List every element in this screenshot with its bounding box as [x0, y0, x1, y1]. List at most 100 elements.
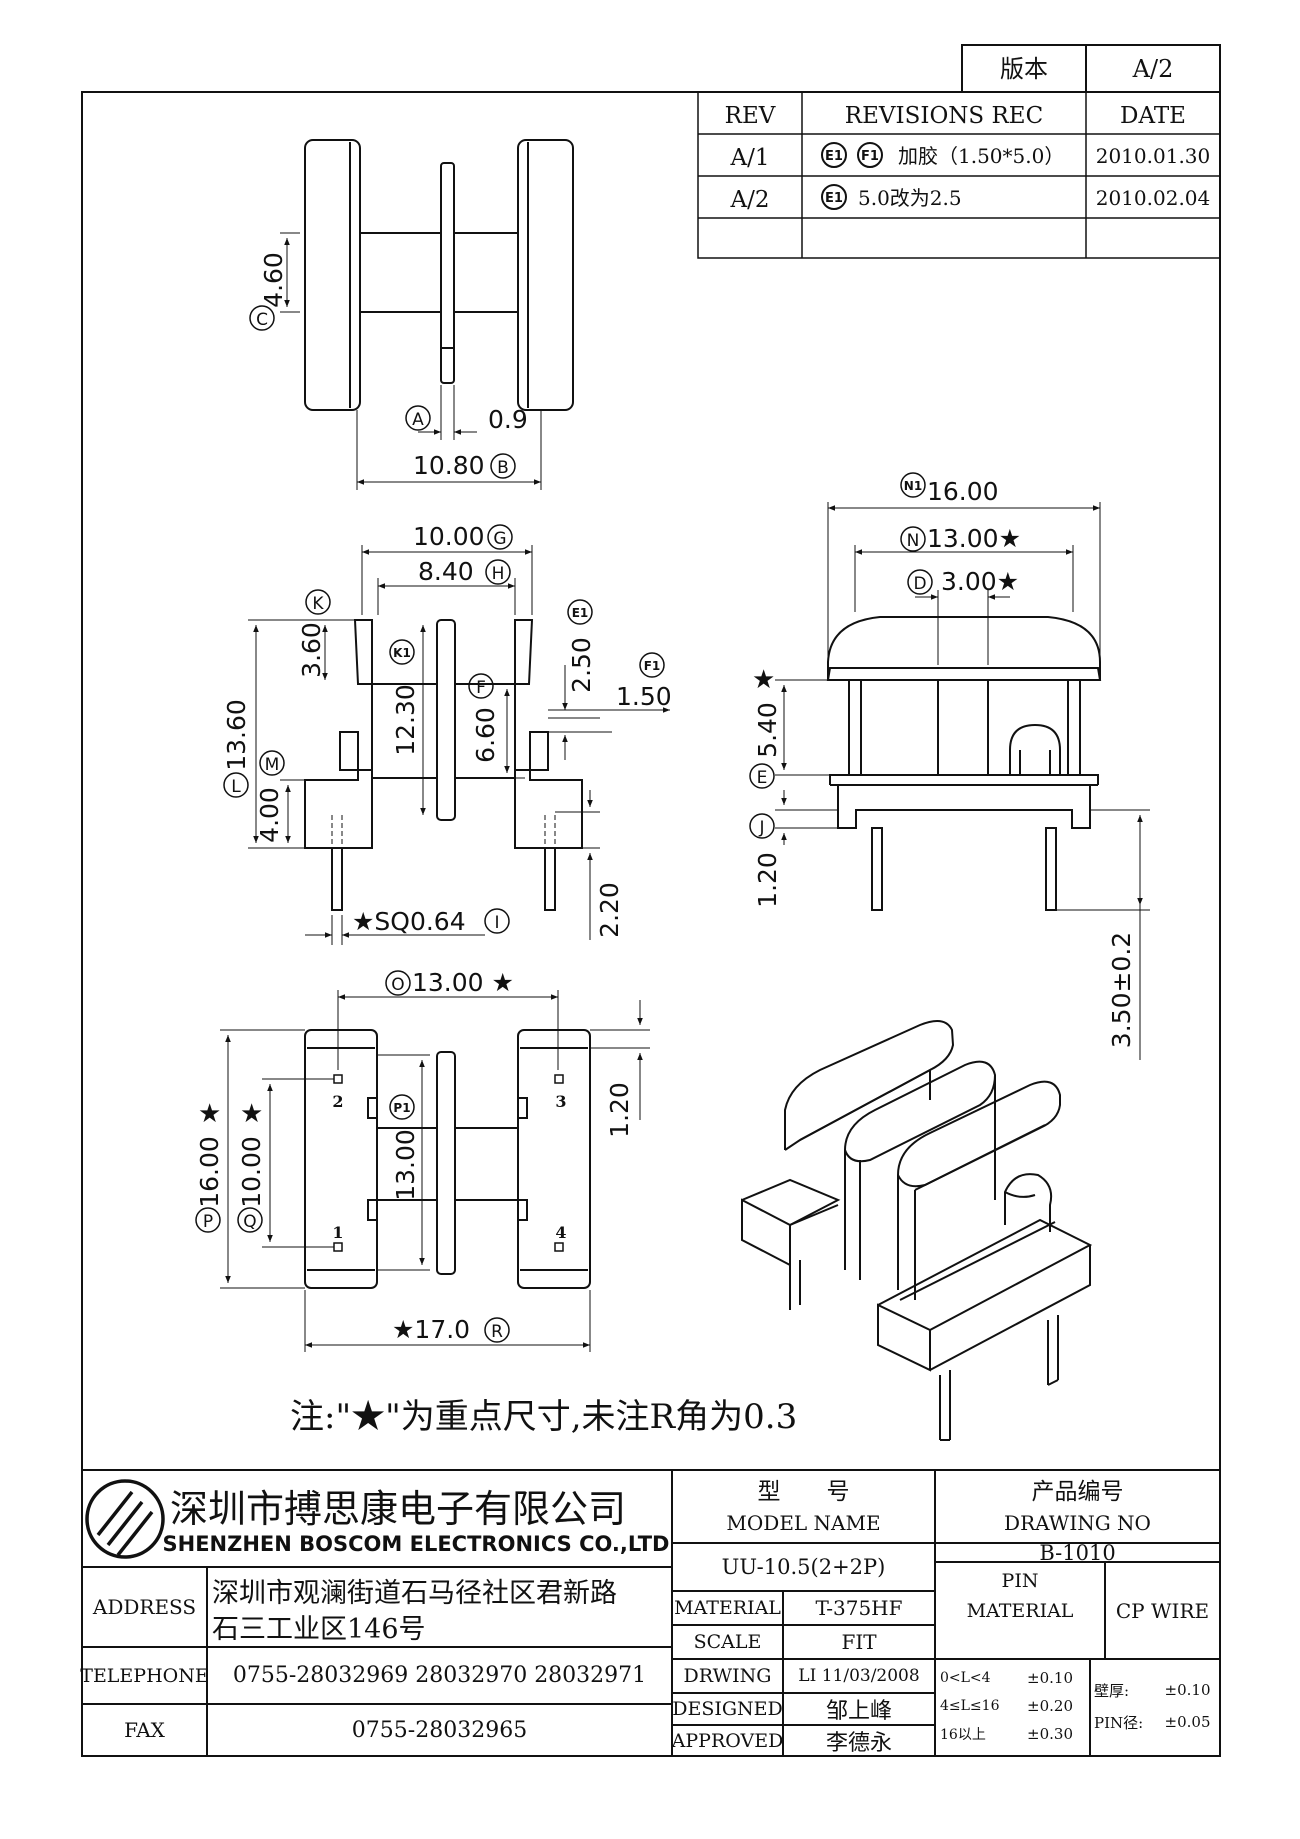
- star-5-40: ★: [752, 665, 775, 695]
- tag-c-circle: [249, 305, 275, 331]
- rev-row1-rev: A/1: [730, 145, 770, 171]
- tolerance-value-2: ±0.20: [1027, 1697, 1073, 1715]
- drawing-no-value: B-1010: [1039, 1540, 1116, 1565]
- dim-3-50: 3.50±0.2: [1107, 932, 1136, 1048]
- tag-p: P: [203, 1212, 213, 1232]
- address-line-1: 深圳市观澜街道石马径社区君新路: [212, 1577, 617, 1609]
- dim-13-00-side: 13.00★: [927, 524, 1021, 553]
- approved-label: APPROVED: [671, 1729, 784, 1752]
- pin-diameter-label: PIN径:: [1094, 1713, 1144, 1732]
- pin-label-3: 3: [555, 1092, 566, 1111]
- rev-row1-text: 加胶（1.50*5.0）: [898, 144, 1064, 168]
- tag-q-circle: [237, 1207, 263, 1233]
- wall-thickness-value: ±0.10: [1164, 1681, 1211, 1699]
- company-name-en: SHENZHEN BOSCOM ELECTRONICS CO.,LTD: [162, 1532, 670, 1556]
- model-value: UU-10.5(2+2P): [721, 1555, 886, 1579]
- scale-value: FIT: [841, 1630, 877, 1654]
- tag-n: N: [907, 531, 920, 551]
- rev-row2-rev: A/2: [730, 187, 770, 213]
- tag-k-circle: [305, 589, 331, 615]
- tag-e-circle: [749, 763, 775, 789]
- dim-16-00-side: 16.00: [927, 477, 999, 506]
- rev-row2-tag-e1: E1: [825, 191, 843, 206]
- dim-2-50: 2.50: [567, 637, 596, 693]
- bottom-view: [220, 990, 650, 1352]
- tag-b-circle: [490, 453, 516, 479]
- tag-c: C: [256, 310, 268, 330]
- tag-d: D: [913, 574, 926, 594]
- rev-row1-date: 2010.01.30: [1096, 144, 1211, 168]
- version-label: 版本: [1000, 55, 1048, 83]
- company-logo: [85, 1479, 165, 1559]
- tag-h-circle: [485, 559, 511, 585]
- tag-d-circle: [907, 569, 933, 595]
- revision-table: [697, 91, 1221, 259]
- top-view: [280, 139, 574, 490]
- dim-3-60: 3.60: [297, 622, 326, 678]
- tag-f-circle: [468, 673, 494, 699]
- rev-row1-tags: E1 F1: [821, 142, 883, 168]
- telephone-label: TELEPHONE: [80, 1664, 209, 1687]
- rev-row2-text: 5.0改为2.5: [858, 186, 962, 210]
- drawing-no-label-cn: 产品编号: [1031, 1479, 1124, 1505]
- tag-j: J: [758, 818, 764, 838]
- dim-12-30: 12.30: [391, 684, 420, 756]
- dim-17-0: ★17.0: [392, 1315, 470, 1344]
- isometric-view: [741, 1020, 1093, 1441]
- tag-g: G: [493, 529, 506, 549]
- fax-value: 0755-28032965: [351, 1717, 528, 1743]
- date-header: DATE: [1120, 103, 1186, 129]
- tag-m: M: [265, 755, 280, 775]
- tag-p-circle: [195, 1207, 221, 1233]
- pin-diameter-value: ±0.05: [1164, 1713, 1211, 1731]
- dim-8-40: 8.40: [418, 557, 474, 586]
- rev-row1-tag-e1: E1: [825, 149, 843, 164]
- tag-p1: P1: [393, 1101, 410, 1115]
- scale-label: SCALE: [693, 1631, 762, 1653]
- tag-f: F: [476, 678, 486, 698]
- model-label-cn: 型 号: [757, 1479, 850, 1505]
- dim-16-00-bottom: 16.00: [195, 1136, 224, 1208]
- address-label: ADDRESS: [92, 1595, 197, 1619]
- dim-13-00-bottom: 13.00 ★: [412, 968, 514, 997]
- dim-13-00-vertical: 13.00: [391, 1129, 420, 1201]
- wall-thickness-label: 壁厚:: [1094, 1681, 1130, 1700]
- tag-o-circle: [385, 970, 411, 996]
- tag-i: I: [494, 913, 499, 933]
- tolerance-value-3: ±0.30: [1027, 1725, 1073, 1743]
- telephone-value: 0755-28032969 28032970 28032971: [232, 1663, 647, 1688]
- drawing-no-label-en: DRAWING NO: [1004, 1511, 1151, 1535]
- tag-f1: F1: [644, 659, 661, 673]
- star-16-00: ★: [198, 1099, 221, 1129]
- tag-n-circle: [900, 526, 926, 552]
- dim-2-20: 2.20: [595, 882, 624, 938]
- pin-label-1: 1: [332, 1223, 343, 1242]
- tag-n1-circle: [900, 472, 926, 498]
- dim-1-50: 1.50: [616, 682, 672, 711]
- tolerance-range-3: 16以上: [940, 1727, 986, 1743]
- tag-k1-circle: [389, 639, 415, 665]
- tag-i-circle: [484, 908, 510, 934]
- tag-e1: E1: [572, 606, 589, 620]
- material-label: MATERIAL: [674, 1597, 781, 1619]
- tag-k: K: [312, 594, 324, 614]
- rev-row2-tags: E1: [821, 184, 847, 210]
- dim-3-00: 3.00★: [941, 567, 1019, 596]
- tag-h: H: [492, 564, 505, 584]
- company-name-cn: 深圳市搏思康电子有限公司: [170, 1486, 627, 1531]
- tag-k1: K1: [393, 646, 411, 660]
- tag-g-circle: [487, 524, 513, 550]
- tolerance-range-2: 4≤L≤16: [940, 1698, 1000, 1714]
- tag-r: R: [491, 1322, 503, 1342]
- tag-o: O: [391, 975, 404, 995]
- address-line-2: 石三工业区146号: [212, 1613, 426, 1645]
- dim-13-60: 13.60: [222, 699, 251, 771]
- tag-e: E: [757, 768, 768, 788]
- title-block: [82, 1469, 1220, 1756]
- tag-a: A: [412, 410, 424, 430]
- dim-1-20-side: 1.20: [753, 852, 782, 908]
- rev-header: REV: [725, 103, 776, 129]
- front-view: [248, 545, 670, 945]
- revisions-rec-header: REVISIONS REC: [845, 103, 1043, 129]
